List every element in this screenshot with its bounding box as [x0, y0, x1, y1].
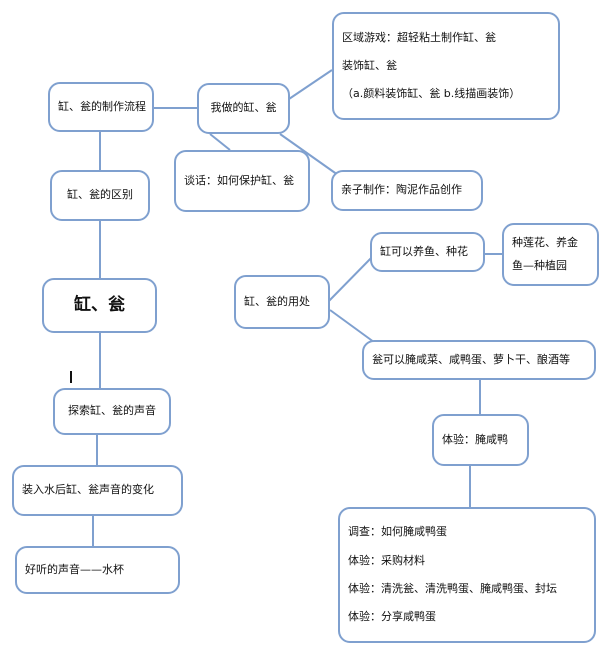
survey-line-3: 体验：清洗瓮、清洗鸭蛋、腌咸鸭蛋、封坛: [348, 582, 557, 595]
node-parent-child-making: 亲子制作：陶泥作品创作: [331, 170, 483, 211]
node-gang-fish-flower: 缸可以养鱼、种花: [370, 232, 485, 272]
node-survey-experience: 调查：如何腌咸鸭蛋 体验：采购材料 体验：清洗瓮、清洗鸭蛋、腌咸鸭蛋、封坛 体验…: [338, 507, 596, 643]
node-area-game: 区域游戏：超轻粘土制作缸、瓮 装饰缸、瓮 （a.颜料装饰缸、瓮 b.线描画装饰）: [332, 12, 560, 120]
node-nice-sound-cup: 好听的声音——水杯: [15, 546, 180, 594]
area-game-line-2: 装饰缸、瓮: [342, 58, 397, 72]
node-center-gang-weng: 缸、瓮: [42, 278, 157, 333]
survey-line-1: 调查：如何腌咸鸭蛋: [348, 525, 447, 539]
survey-line-2: 体验：采购材料: [348, 553, 425, 567]
node-difference: 缸、瓮的区别: [50, 170, 150, 221]
node-talk-protect: 谈话：如何保护缸、瓮: [174, 150, 310, 212]
area-game-line-1: 区域游戏：超轻粘土制作缸、瓮: [342, 30, 496, 44]
survey-line-4: 体验：分享咸鸭蛋: [348, 610, 436, 624]
lotus-line-1: 种莲花、养金: [512, 236, 578, 250]
node-making-process: 缸、瓮的制作流程: [48, 82, 154, 132]
text-cursor: [70, 371, 72, 383]
node-weng-pickle: 瓮可以腌咸菜、咸鸭蛋、萝卜干、酿酒等: [362, 340, 596, 380]
node-my-gang-weng: 我做的缸、瓮: [197, 83, 290, 134]
area-game-line-3: （a.颜料装饰缸、瓮 b.线描画装饰）: [342, 87, 521, 101]
connector-made-to-area-game: [288, 69, 333, 100]
node-experience-salted-duck: 体验：腌咸鸭: [432, 414, 529, 466]
node-lotus-fish-garden: 种莲花、养金 鱼—种植园: [502, 223, 599, 286]
connector-uses-to-pickle: [329, 309, 379, 346]
connector-made-to-parent-child: [279, 133, 339, 176]
node-water-sound-change: 装入水后缸、瓮声音的变化: [12, 465, 183, 516]
node-explore-sound: 探索缸、瓮的声音: [53, 388, 171, 435]
connector-uses-to-fish: [324, 253, 376, 306]
node-uses: 缸、瓮的用处: [234, 275, 330, 329]
connector-made-to-talk: [209, 133, 231, 151]
lotus-line-2: 鱼—种植园: [512, 258, 567, 272]
